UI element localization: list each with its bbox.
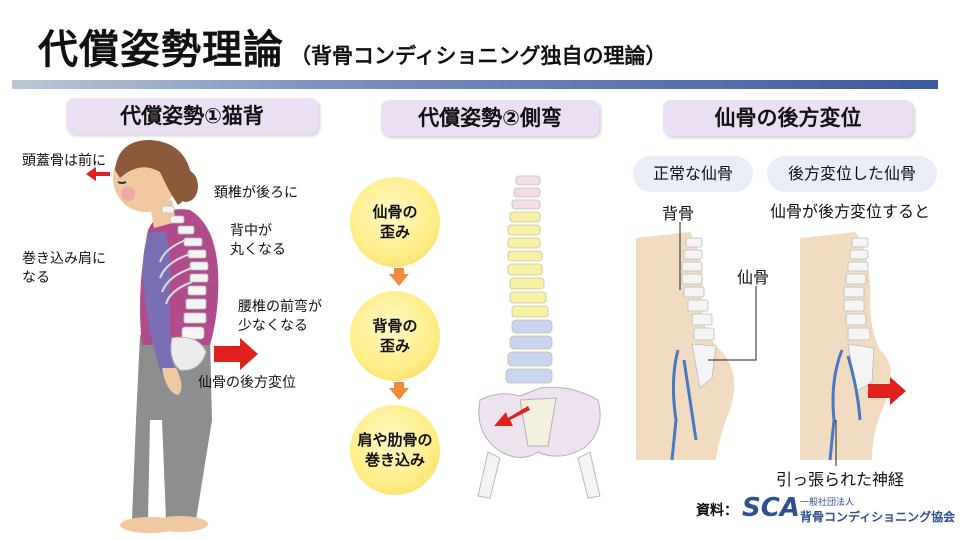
heading-scoliosis: 代償姿勢②側弯 bbox=[381, 100, 599, 136]
label-back-round-2: 丸くなる bbox=[230, 242, 286, 258]
pelvis-tilt-arrow bbox=[494, 406, 530, 426]
label-stretched-nerve: 引っ張られた神経 bbox=[776, 470, 905, 489]
caption-if-displaced: 仙骨が後方変位すると bbox=[770, 202, 931, 221]
label-skull-forward: 頭蓋骨は前に bbox=[22, 153, 106, 169]
heading-sacrum-displacement: 仙骨の後方変位 bbox=[663, 100, 913, 136]
org-name: 背骨コンディショニング協会 bbox=[800, 510, 956, 524]
step-spine-distortion: 背骨の 歪み bbox=[350, 291, 440, 381]
sca-logo: SCA bbox=[742, 493, 800, 523]
label-cervical-back: 頚椎が後ろに bbox=[214, 185, 298, 201]
label-shoulder-2: なる bbox=[22, 270, 50, 286]
page-subtitle: （背骨コンディショニング独自の理論） bbox=[290, 44, 667, 68]
label-normal-sacrum: 正常な仙骨 bbox=[633, 156, 753, 192]
org-small-label: 一般社団法人 bbox=[800, 498, 855, 508]
heading-kyphosis: 代償姿勢①猫背 bbox=[66, 98, 318, 134]
sacrum-back-arrow bbox=[214, 338, 258, 370]
label-spine: 背骨 bbox=[662, 204, 695, 223]
skull-forward-arrow bbox=[86, 167, 110, 181]
title-divider-bar bbox=[12, 80, 938, 89]
source-label: 資料： bbox=[696, 503, 738, 519]
page-title: 代償姿勢理論（背骨コンディショニング独自の理論） bbox=[38, 26, 667, 80]
step-arrow-2 bbox=[389, 382, 409, 400]
step-sacrum-distortion: 仙骨の 歪み bbox=[350, 177, 440, 267]
step-shoulder-rib-rolling: 肩や肋骨の 巻き込み bbox=[350, 405, 440, 495]
title-text: 代償姿勢理論 bbox=[38, 27, 284, 73]
label-shoulder-1: 巻き込み肩に bbox=[22, 251, 106, 267]
sacrum-displacement-arrow bbox=[868, 377, 906, 405]
label-sacrum: 仙骨 bbox=[737, 268, 770, 287]
label-sacrum-back: 仙骨の後方変位 bbox=[198, 375, 296, 391]
label-lumbar-1: 腰椎の前弯が bbox=[238, 299, 322, 315]
label-lumbar-2: 少なくなる bbox=[238, 318, 308, 334]
label-displaced-sacrum: 後方変位した仙骨 bbox=[767, 156, 937, 192]
step-arrow-1 bbox=[389, 268, 409, 286]
label-back-round-1: 背中が bbox=[230, 223, 272, 239]
